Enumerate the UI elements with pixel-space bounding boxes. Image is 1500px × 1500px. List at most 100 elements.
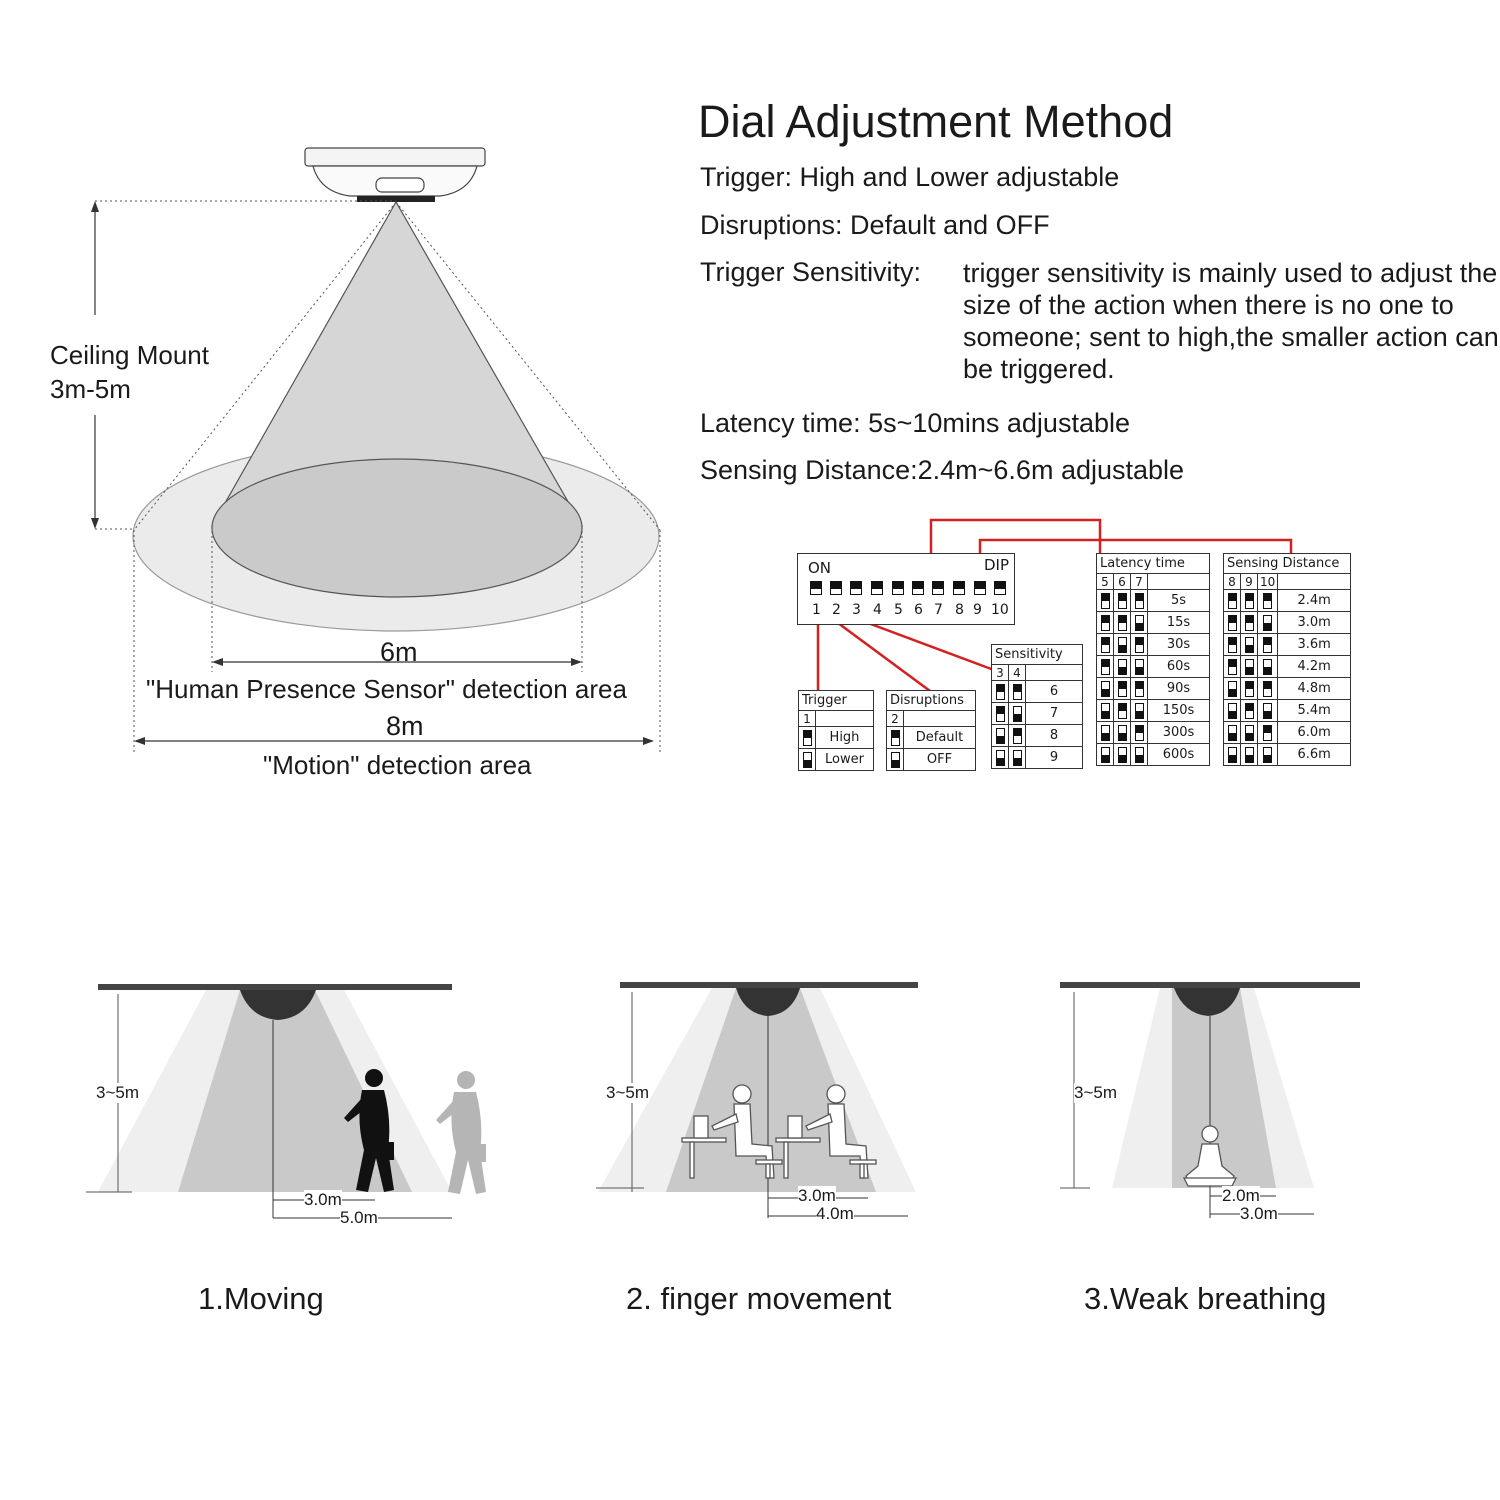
latency-switch-cell: [1113, 611, 1131, 634]
switch-dn-icon: [1134, 658, 1144, 675]
motion-caption: "Motion" detection area: [263, 750, 532, 780]
latency-switch-cell: [1096, 655, 1114, 678]
switch-up-icon: [1244, 592, 1254, 609]
switch-up-icon: [1012, 683, 1022, 700]
switch-up-icon: [1263, 592, 1273, 609]
scene-finger-movement: [596, 982, 918, 1218]
distance-switch-cell: [1256, 633, 1279, 656]
switch-up-icon: [1134, 724, 1144, 741]
disruptions-switch-number: 2: [886, 710, 904, 727]
distance-spec: Sensing Distance:2.4m~6.6m adjustable: [700, 455, 1185, 485]
latency-switch-number: 7: [1130, 573, 1148, 590]
dip-number: 10: [991, 602, 1009, 618]
table-row: 9: [991, 746, 1083, 769]
switch-up-icon: [995, 705, 1005, 722]
sensitivity-switch-cell: [991, 702, 1009, 725]
switch-dn-icon: [1244, 724, 1254, 741]
switch-dn-icon: [1244, 658, 1254, 675]
switch-up-icon: [1117, 592, 1127, 609]
dip-switch-4: [871, 581, 883, 595]
outer-width-label: 8m: [386, 711, 424, 741]
sensitivity-switch-cell: [991, 746, 1009, 769]
trigger-switch-cell: [798, 748, 816, 771]
presence-area: [211, 458, 583, 598]
table-row: 90s: [1096, 677, 1210, 700]
distance-switch-cell: [1240, 677, 1258, 700]
latency-switch-cell: [1130, 589, 1148, 612]
dip-number: 9: [973, 602, 982, 618]
distance-switch-cell: [1240, 611, 1258, 634]
latency-value: 90s: [1147, 677, 1210, 700]
scene-weak-breathing: [1060, 982, 1360, 1218]
latency-switch-cell: [1113, 633, 1131, 656]
latency-switch-cell: [1113, 655, 1131, 678]
table-row: 5s: [1096, 589, 1210, 612]
mount-height: 3m-5m: [50, 374, 131, 404]
scene-2-caption: 2. finger movement: [626, 1281, 892, 1316]
switch-dn-icon: [1134, 702, 1144, 719]
switch-dn-icon: [1117, 658, 1127, 675]
distance-switch-cell: [1240, 633, 1258, 656]
switch-up-icon: [1117, 614, 1127, 631]
latency-switch-cell: [1096, 633, 1114, 656]
latency-table-title: Latency time: [1096, 553, 1210, 574]
distance-switch-cell: [1223, 743, 1241, 766]
distance-value: 2.4m: [1277, 589, 1351, 612]
latency-switch-cell: [1113, 589, 1131, 612]
switch-dn-icon: [1100, 724, 1110, 741]
distance-switch-cell: [1240, 699, 1258, 722]
switch-up-icon: [1012, 727, 1022, 744]
switch-dn-icon: [1244, 746, 1254, 763]
distance-switch-cell: [1240, 743, 1258, 766]
table-row: Lower: [798, 748, 874, 771]
latency-value: 15s: [1147, 611, 1210, 634]
latency-value: 60s: [1147, 655, 1210, 678]
table-row: 300s: [1096, 721, 1210, 744]
dip-switch-8: [953, 581, 965, 595]
distance-switch-cell: [1256, 721, 1279, 744]
table-row: 4.2m: [1223, 655, 1351, 678]
sensitivity-table-title: Sensitivity: [991, 644, 1083, 665]
sensitivity-switch-cell: [1008, 724, 1026, 747]
scene-1-caption: 1.Moving: [198, 1281, 324, 1316]
distance-table-title: Sensing Distance: [1223, 553, 1351, 574]
distance-switch-number: 9: [1240, 573, 1258, 590]
latency-switch-cell: [1113, 677, 1131, 700]
latency-value: 150s: [1147, 699, 1210, 722]
distance-value: 6.0m: [1277, 721, 1351, 744]
table-row: 15s: [1096, 611, 1210, 634]
disruptions-switch-cell: [886, 748, 904, 771]
table-row: 60s: [1096, 655, 1210, 678]
switch-up-icon: [1134, 636, 1144, 653]
switch-up-icon: [1227, 658, 1237, 675]
latency-value: 300s: [1147, 721, 1210, 744]
distance-switch-cell: [1256, 589, 1279, 612]
latency-value: 30s: [1147, 633, 1210, 656]
switch-up-icon: [1134, 680, 1144, 697]
scene-3-outer-width: 3.0m: [1240, 1204, 1278, 1224]
trigger-value: Lower: [815, 748, 874, 771]
switch-dn-icon: [1100, 702, 1110, 719]
table-row: 6.0m: [1223, 721, 1351, 744]
dip-number: 3: [852, 602, 861, 618]
trigger-spec: Trigger: High and Lower adjustable: [700, 162, 1120, 192]
switch-up-icon: [1100, 636, 1110, 653]
distance-switch-cell: [1240, 589, 1258, 612]
switch-up-icon: [1100, 592, 1110, 609]
latency-switch-cell: [1096, 611, 1114, 634]
switch-dn-icon: [1117, 746, 1127, 763]
switch-up-icon: [890, 729, 900, 746]
distance-value: 6.6m: [1277, 743, 1351, 766]
dip-number: 4: [873, 602, 882, 618]
distance-header-blank: [1277, 573, 1351, 590]
distance-switch-cell: [1223, 611, 1241, 634]
scene-1-outer-width: 5.0m: [340, 1208, 378, 1228]
dip-switch-3: [850, 581, 862, 595]
sensitivity-switch-cell: [991, 680, 1009, 703]
table-row: 8: [991, 724, 1083, 747]
sensitivity-value: 6: [1025, 680, 1083, 703]
switch-dn-icon: [1100, 746, 1110, 763]
distance-switch-cell: [1256, 611, 1279, 634]
